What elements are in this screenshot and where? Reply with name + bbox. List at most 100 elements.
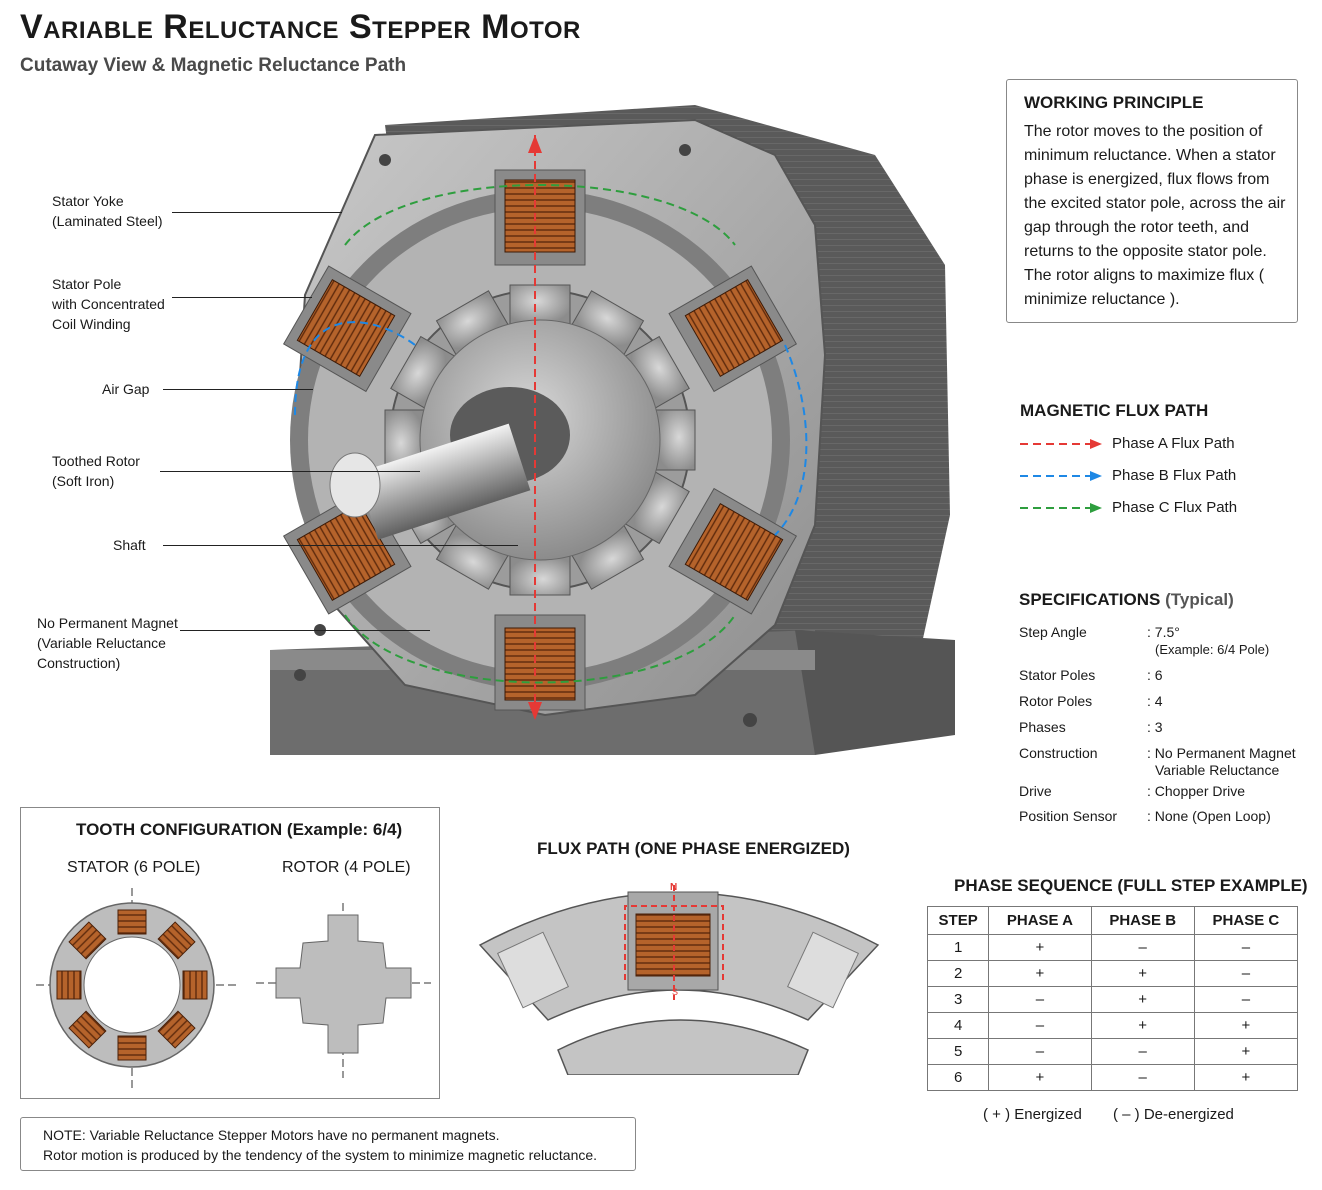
table-row: 1 + – –	[926, 934, 1299, 961]
spec-key: Construction	[1019, 745, 1098, 761]
table-row: 5 – – +	[926, 1038, 1299, 1065]
callout-line: Construction)	[37, 655, 121, 671]
callout-line: Toothed Rotor	[52, 453, 140, 469]
specs-heading-note: (Typical)	[1165, 590, 1234, 609]
spec-value: : None (Open Loop)	[1147, 808, 1271, 824]
table-cell: +	[1193, 1064, 1299, 1091]
table-cell: –	[1193, 934, 1299, 961]
page-title: Variable Reluctance Stepper Motor	[20, 8, 581, 46]
spec-key: Rotor Poles	[1019, 693, 1093, 709]
table-row: 3 – + –	[926, 986, 1299, 1013]
flux-legend-heading: MAGNETIC FLUX PATH	[1020, 401, 1209, 420]
column-header: PHASE B	[1090, 906, 1195, 935]
legend-energized: ( + ) Energized	[983, 1106, 1082, 1123]
table-row: 6 + – +	[926, 1064, 1299, 1091]
callout-line: (Laminated Steel)	[52, 213, 163, 229]
principle-text: The rotor moves to the position of minim…	[1024, 123, 1286, 308]
table-cell: +	[1090, 960, 1195, 987]
flux-path-diagram: N S	[478, 882, 880, 1075]
spec-key: Drive	[1019, 783, 1052, 799]
spec-key: Step Angle	[1019, 624, 1087, 640]
table-cell: +	[988, 934, 1092, 961]
column-header: PHASE A	[988, 906, 1092, 935]
phase-sequence-table: STEP PHASE A PHASE B PHASE C 1 + – – 2 +…	[926, 906, 1299, 1091]
working-principle-box: WORKING PRINCIPLE The rotor moves to the…	[1006, 79, 1298, 323]
specs-heading-text: SPECIFICATIONS	[1019, 590, 1161, 609]
table-cell: –	[988, 1038, 1092, 1065]
spec-value-note: (Example: 6/4 Pole)	[1155, 642, 1270, 657]
callout-line: (Variable Reluctance	[37, 635, 166, 651]
table-row: 4 – + +	[926, 1012, 1299, 1039]
legend-label: Phase A Flux Path	[1112, 435, 1235, 452]
spec-value: : 4	[1147, 693, 1163, 709]
table-cell: +	[988, 960, 1092, 987]
callout-stator-pole: Stator Pole with Concentrated Coil Windi…	[52, 274, 165, 334]
spec-value: : 7.5° (Example: 6/4 Pole)	[1147, 624, 1269, 658]
red-dashed-arrow-icon	[1020, 439, 1102, 449]
leader-line	[163, 545, 518, 546]
leader-line	[160, 471, 420, 472]
note-box: NOTE: Variable Reluctance Stepper Motors…	[20, 1117, 636, 1171]
motor-cutaway-illustration	[270, 105, 955, 755]
south-pole-marker: S	[672, 987, 678, 997]
table-cell: 2	[926, 960, 990, 987]
stator-label: STATOR (6 POLE)	[67, 859, 201, 876]
callout-line: Coil Winding	[52, 316, 131, 332]
flux-path-heading: FLUX PATH (ONE PHASE ENERGIZED)	[537, 839, 850, 858]
spec-value-note: Variable Reluctance	[1155, 762, 1280, 778]
spec-key: Position Sensor	[1019, 808, 1118, 824]
stator-6-pole-diagram	[36, 888, 236, 1088]
spec-value-text: : 7.5°	[1147, 624, 1180, 640]
spec-value: : Chopper Drive	[1147, 783, 1246, 799]
page-subtitle: Cutaway View & Magnetic Reluctance Path	[20, 55, 407, 76]
phase-sequence-heading: PHASE SEQUENCE (FULL STEP EXAMPLE)	[954, 876, 1308, 895]
legend-label: Phase C Flux Path	[1112, 499, 1238, 516]
table-cell: +	[988, 1064, 1092, 1091]
table-row: 2 + + –	[926, 960, 1299, 987]
table-cell: –	[988, 1012, 1092, 1039]
table-cell: +	[1090, 1012, 1195, 1039]
table-cell: –	[1090, 1038, 1195, 1065]
principle-heading: WORKING PRINCIPLE	[1024, 93, 1204, 112]
spec-value: : 6	[1147, 667, 1163, 683]
callout-air-gap: Air Gap	[102, 381, 150, 397]
legend-label: Phase B Flux Path	[1112, 467, 1237, 484]
north-pole-marker: N	[670, 882, 677, 893]
note-line: NOTE: Variable Reluctance Stepper Motors…	[43, 1127, 500, 1143]
table-cell: +	[1090, 986, 1195, 1013]
table-cell: 3	[926, 986, 990, 1013]
table-cell: 1	[926, 934, 990, 961]
table-cell: +	[1193, 1038, 1299, 1065]
spec-key: Phases	[1019, 719, 1066, 735]
table-cell: +	[1193, 1012, 1299, 1039]
table-cell: –	[1193, 960, 1299, 987]
specs-heading: SPECIFICATIONS (Typical)	[1019, 590, 1234, 610]
callout-line: Stator Pole	[52, 276, 122, 292]
callout-line: Stator Yoke	[52, 193, 124, 209]
tooth-config-heading: TOOTH CONFIGURATION (Example: 6/4)	[76, 820, 403, 839]
rotor-label: ROTOR (4 POLE)	[282, 859, 411, 876]
green-dashed-arrow-icon	[1020, 503, 1102, 513]
tooth-configuration-box: TOOTH CONFIGURATION (Example: 6/4) STATO…	[20, 807, 440, 1099]
leader-line	[172, 212, 342, 213]
spec-value: : 3	[1147, 719, 1163, 735]
callout-shaft: Shaft	[113, 537, 146, 553]
leader-line	[172, 297, 312, 298]
blue-dashed-arrow-icon	[1020, 471, 1102, 481]
legend-deenergized: ( – ) De-energized	[1113, 1106, 1234, 1123]
leader-line	[180, 630, 430, 631]
table-cell: 5	[926, 1038, 990, 1065]
spec-key: Stator Poles	[1019, 667, 1096, 683]
rotor-4-pole-diagram	[256, 903, 431, 1078]
table-cell: 6	[926, 1064, 990, 1091]
column-header: PHASE C	[1193, 906, 1299, 935]
callout-no-magnet: No Permanent Magnet (Variable Reluctance…	[37, 613, 178, 673]
column-header: STEP	[926, 906, 990, 935]
table-header-row: STEP PHASE A PHASE B PHASE C	[926, 906, 1299, 935]
table-cell: –	[1193, 986, 1299, 1013]
callout-toothed-rotor: Toothed Rotor (Soft Iron)	[52, 451, 140, 491]
table-cell: –	[1090, 934, 1195, 961]
note-line: Rotor motion is produced by the tendency…	[43, 1147, 598, 1163]
callout-line: with Concentrated	[52, 296, 165, 312]
